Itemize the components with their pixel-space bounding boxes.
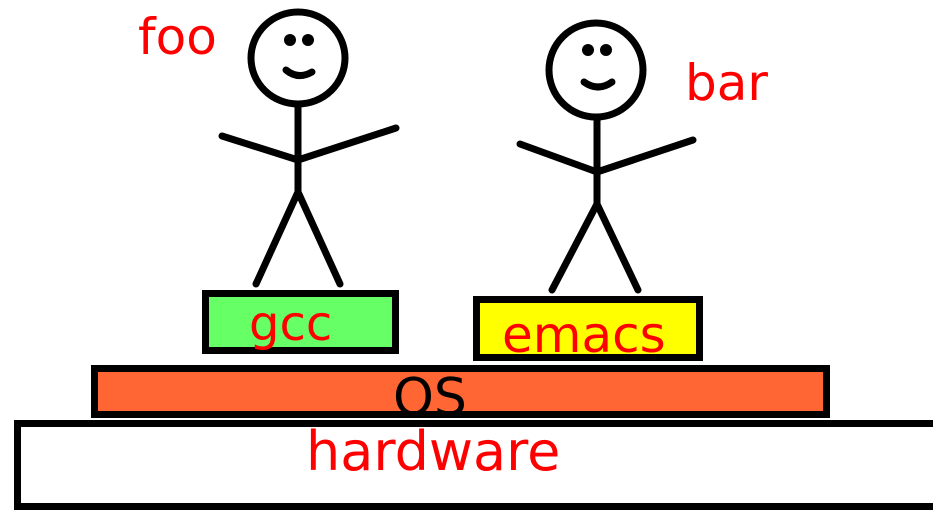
gcc-label: gcc	[249, 296, 333, 352]
os-layer	[91, 365, 830, 418]
hardware-label: hardware	[306, 420, 561, 483]
os-label: OS	[393, 368, 467, 428]
user-bar-label: bar	[685, 54, 768, 112]
user-bar-stick-figure	[516, 19, 697, 294]
emacs-box	[473, 296, 703, 361]
gcc-box	[202, 290, 399, 354]
emacs-label: emacs	[502, 306, 666, 364]
user-foo-label: foo	[138, 8, 217, 66]
user-foo-stick-figure	[218, 8, 400, 288]
